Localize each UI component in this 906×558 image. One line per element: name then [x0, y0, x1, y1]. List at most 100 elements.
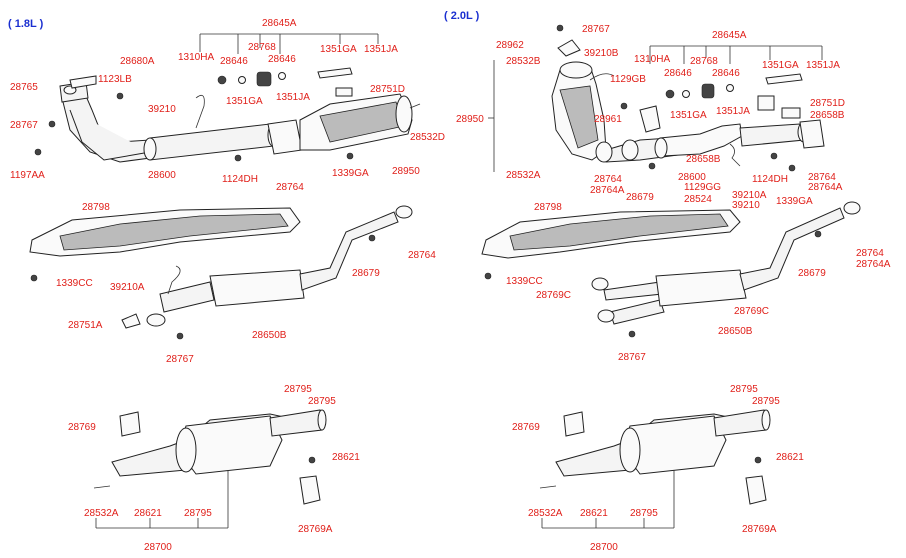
- label-28646b: 28646: [268, 54, 296, 65]
- label-r-1351ga: 1351GA: [670, 110, 707, 121]
- label-r-1124dh: 1124DH: [752, 174, 788, 185]
- label-r-28600: 28600: [678, 172, 706, 183]
- label-28532a: 28532A: [84, 508, 119, 519]
- label-r-28679b: 28679: [798, 268, 826, 279]
- label-28650b: 28650B: [252, 330, 287, 341]
- label-r-28769c-a: 28769C: [536, 290, 571, 301]
- label-r-28524: 28524: [684, 194, 712, 205]
- washer-28646b-right-icon: [726, 84, 734, 92]
- heat-shield-28798-right: [481, 209, 741, 259]
- label-28795c: 28795: [184, 508, 212, 519]
- label-r-39210b: 39210B: [584, 48, 619, 59]
- label-1339cc: 1339CC: [56, 278, 93, 289]
- section-header-1-8l: ( 1.8L ): [8, 18, 44, 30]
- label-r-1351ja-top: 1351JA: [806, 60, 840, 71]
- label-r-28767: 28767: [582, 24, 610, 35]
- label-r-1351ja: 1351JA: [716, 106, 750, 117]
- label-r-28764c: 28764: [856, 248, 884, 259]
- nut-1339cc-icon: [30, 274, 38, 282]
- bracket-28700: [95, 470, 229, 529]
- label-28950: 28950: [392, 166, 420, 177]
- label-28764: 28764: [276, 182, 304, 193]
- gasket-28751d-icon: [335, 87, 353, 97]
- bracket-28645a-right: [649, 45, 823, 64]
- label-1310ha: 1310HA: [178, 52, 214, 63]
- label-r-28795c: 28795: [630, 508, 658, 519]
- nut-1339ga-icon: [346, 152, 354, 160]
- center-pipe-28650b: [121, 205, 413, 340]
- label-r-28764a: 28764A: [590, 185, 625, 196]
- label-r-28751d: 28751D: [810, 98, 845, 109]
- washer-28646-right-icon: [682, 90, 690, 98]
- label-r-28795a: 28795: [730, 384, 758, 395]
- label-28769a: 28769A: [298, 524, 333, 535]
- label-r-28700: 28700: [590, 542, 618, 553]
- label-39210a: 39210A: [110, 282, 145, 293]
- bracket-1351ga-icon: [317, 67, 353, 79]
- label-28646: 28646: [220, 56, 248, 67]
- label-r-28764ab: 28764A: [808, 182, 843, 193]
- front-pipe-28600: [59, 81, 303, 163]
- label-r-28961: 28961: [594, 114, 622, 125]
- left-1-8l-group: 28645A 1310HA 28646 28768 28646 1351GA 1…: [10, 18, 445, 553]
- label-r-28795b: 28795: [752, 396, 780, 407]
- label-r-28764: 28764: [594, 174, 622, 185]
- label-28621a: 28621: [332, 452, 360, 463]
- hanger-28768-right-icon: [701, 83, 715, 99]
- manifold-catalyst-right: [551, 24, 701, 163]
- label-r-1351ga-top: 1351GA: [762, 60, 799, 71]
- label-28767: 28767: [10, 120, 38, 131]
- label-28751a: 28751A: [68, 320, 103, 331]
- bracket-28645a: [199, 33, 379, 54]
- label-r-28621b: 28621: [580, 508, 608, 519]
- catalytic-converter-28950: [299, 93, 421, 151]
- bolt-1124dh-icon: [234, 154, 242, 162]
- label-28765: 28765: [10, 82, 38, 93]
- label-1351ga-top: 1351GA: [320, 44, 357, 55]
- bolt-1129gb-icon: [620, 102, 628, 110]
- nut-1339cc-right-icon: [484, 272, 492, 280]
- washer-28646b-icon: [278, 72, 286, 80]
- label-28700: 28700: [144, 542, 172, 553]
- front-pipe-28600-right: [648, 119, 825, 172]
- heat-shield-28798: [29, 207, 301, 257]
- gasket-28658b-right-icon: [781, 107, 801, 119]
- gasket-28751d-right-icon: [757, 95, 775, 111]
- label-28679: 28679: [352, 268, 380, 279]
- center-pipe-28650b-right: [591, 201, 861, 338]
- hanger-28768-icon: [256, 71, 272, 87]
- label-r-1310ha: 1310HA: [634, 54, 670, 65]
- label-r-28798: 28798: [534, 202, 562, 213]
- oxygen-sensor-39210-icon: [195, 94, 205, 129]
- label-r-28764ac: 28764A: [856, 259, 891, 270]
- label-28600: 28600: [148, 170, 176, 181]
- label-r-28532a: 28532A: [506, 170, 541, 181]
- label-r-1129gg: 1129GG: [684, 182, 721, 193]
- section-header-2-0l: ( 2.0L ): [444, 10, 480, 22]
- label-r-28621a: 28621: [776, 452, 804, 463]
- label-28645a: 28645A: [262, 18, 297, 29]
- label-r-28658b-b: 28658B: [686, 154, 721, 165]
- label-r-28532b: 28532B: [506, 56, 541, 67]
- label-r-28532a-b: 28532A: [528, 508, 563, 519]
- label-28798: 28798: [82, 202, 110, 213]
- label-r-28768: 28768: [690, 56, 718, 67]
- label-28795b: 28795: [308, 396, 336, 407]
- label-r-28646: 28646: [664, 68, 692, 79]
- label-1351ja-top: 1351JA: [364, 44, 398, 55]
- label-39210: 39210: [148, 104, 176, 115]
- rear-muffler-28700-right: [539, 409, 771, 505]
- label-28795a: 28795: [284, 384, 312, 395]
- label-r-28767b: 28767: [618, 352, 646, 363]
- label-28751d: 28751D: [370, 84, 405, 95]
- label-28769: 28769: [68, 422, 96, 433]
- label-1197aa: 1197AA: [10, 170, 45, 181]
- label-28767b: 28767: [166, 354, 194, 365]
- nut-1310ha-right-icon: [665, 89, 675, 99]
- label-28532d: 28532D: [410, 132, 445, 143]
- label-r-28650b: 28650B: [718, 326, 753, 337]
- nut-1310ha-icon: [217, 75, 227, 85]
- label-28764b: 28764: [408, 250, 436, 261]
- label-1124dh: 1124DH: [222, 174, 258, 185]
